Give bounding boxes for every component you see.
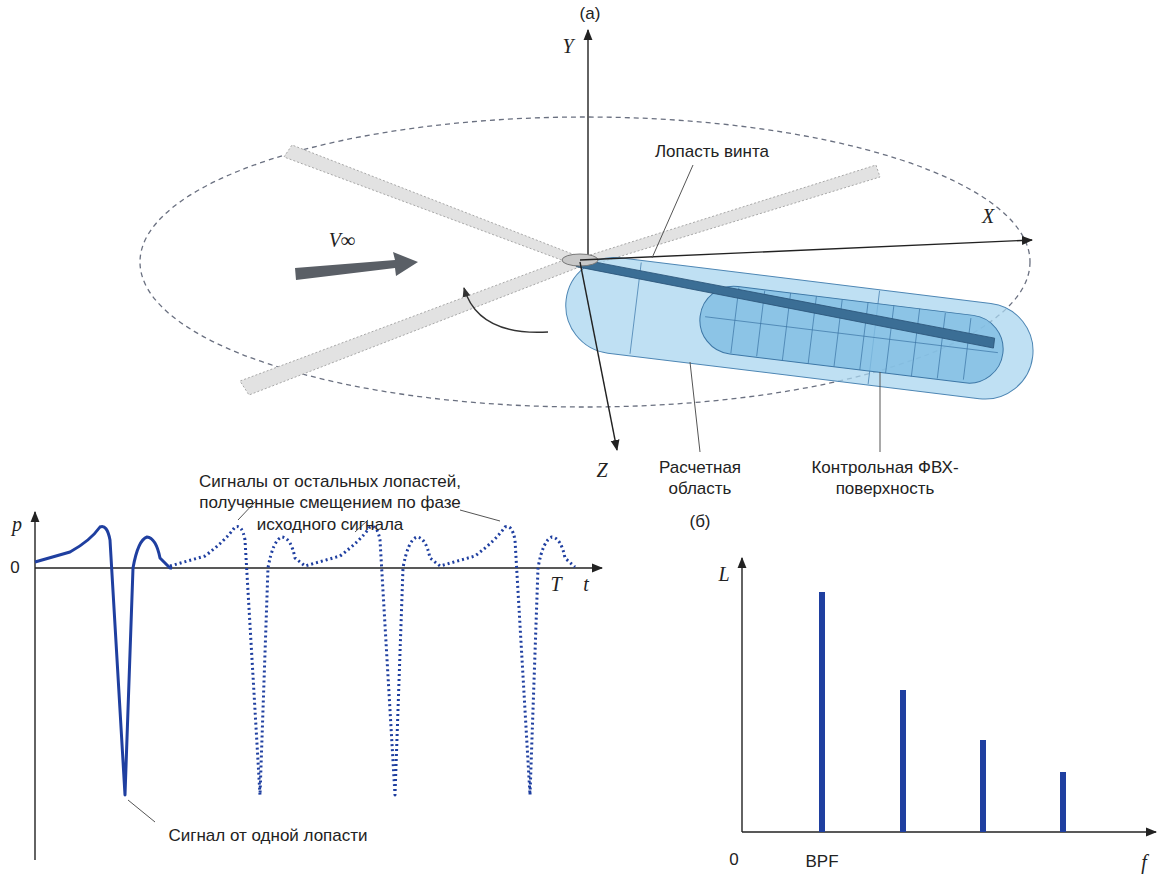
- z-axis: [580, 262, 617, 450]
- leader-line: [128, 800, 155, 822]
- computational-domain: [560, 252, 1038, 405]
- axis-name: Y: [562, 34, 573, 59]
- blade-outline: [284, 145, 575, 265]
- axis-name: Z: [596, 458, 607, 483]
- axis-tick: 0: [10, 557, 19, 578]
- f-axis: [742, 831, 1156, 832]
- domain-group: [560, 252, 1038, 405]
- leader-line: [880, 372, 881, 452]
- blade-outline: [590, 165, 880, 265]
- rotor-blade: [573, 259, 998, 348]
- p-axis: [34, 512, 35, 860]
- axis-name: p: [12, 512, 22, 537]
- part-label: Расчетная область: [645, 457, 755, 500]
- axis-name: X: [982, 204, 994, 229]
- leader-line: [690, 362, 700, 452]
- l-axis: [741, 558, 742, 832]
- part-label: Контрольная ФВХ-поверхность: [800, 457, 970, 500]
- callout-label: Сигналы от остальных лопастей, полученны…: [185, 471, 475, 535]
- blade-signal: [35, 527, 172, 795]
- x-axis: [580, 240, 1032, 260]
- leader-line: [652, 165, 693, 258]
- blade-outline: [240, 257, 582, 395]
- rotor-disk: [140, 117, 1030, 407]
- callout-label: Сигнал от одной лопасти: [168, 825, 367, 846]
- axis-name: f: [1141, 850, 1147, 875]
- flow-label: V∞: [329, 228, 355, 253]
- freestream-arrow: [295, 252, 418, 280]
- part-label: Лопасть винта: [655, 141, 769, 162]
- axis-name: L: [718, 562, 729, 587]
- shifted-signals: [170, 527, 575, 795]
- axis-tick: BPF: [805, 851, 838, 872]
- panel-letter: (б): [689, 511, 710, 532]
- leader-line: [460, 510, 500, 521]
- harmonic-bars: [819, 592, 1066, 832]
- y-axis: [587, 30, 588, 258]
- axis-name: t: [583, 572, 589, 597]
- panel-letter: (а): [580, 3, 601, 24]
- axis-tick: T: [550, 572, 561, 597]
- rotation-arrow: [464, 288, 548, 332]
- axis-tick: 0: [729, 849, 738, 870]
